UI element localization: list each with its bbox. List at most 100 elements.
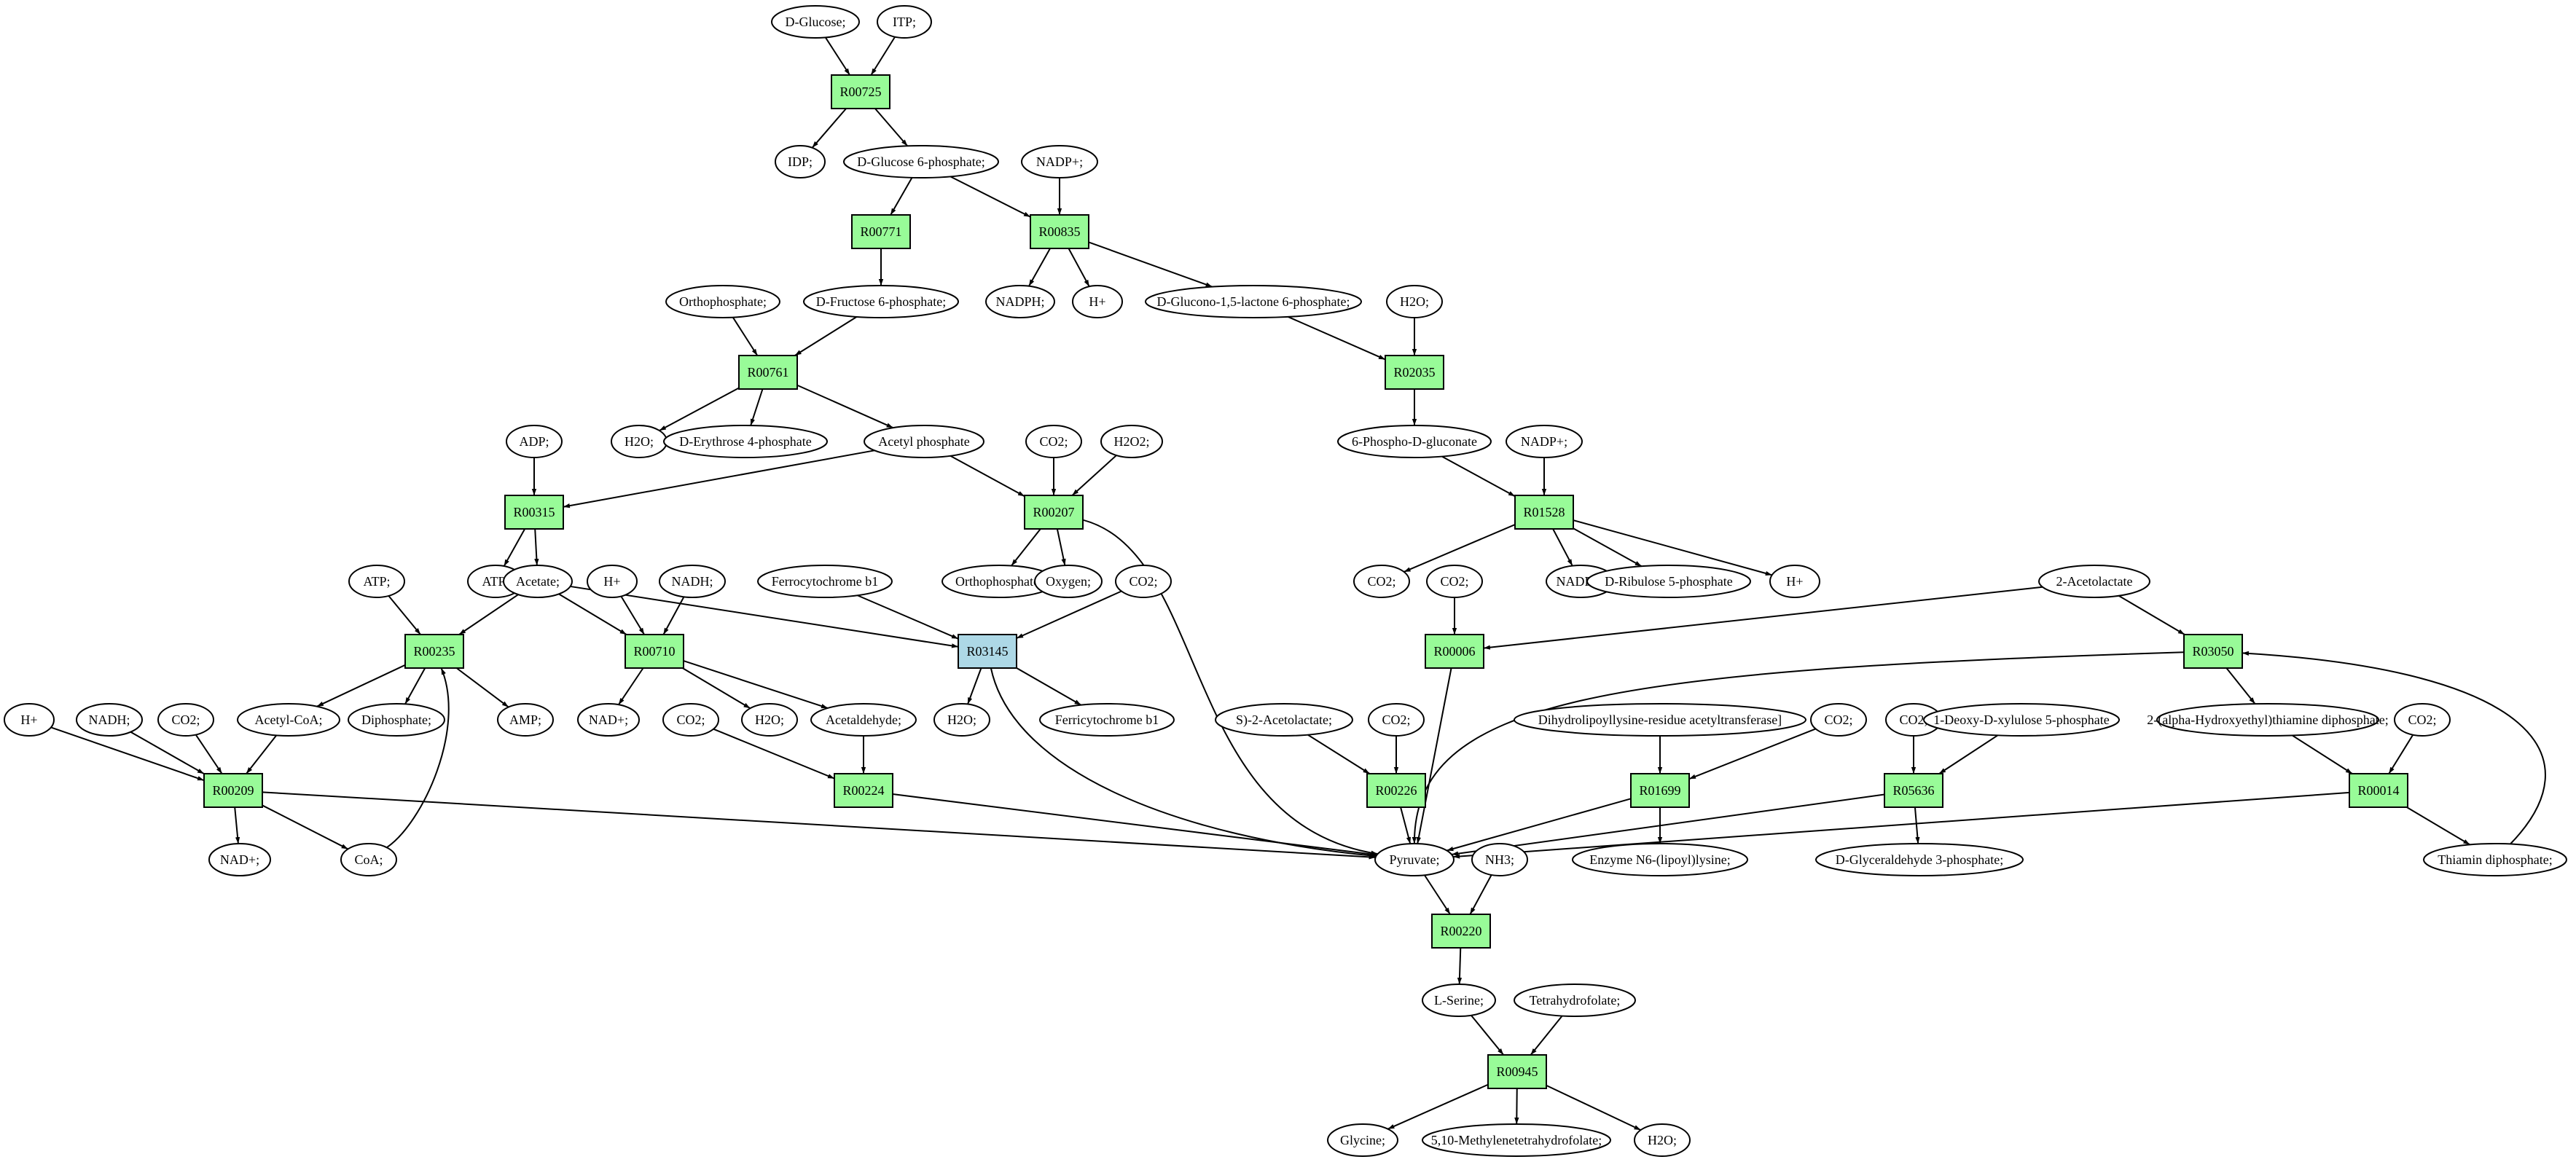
metabolite-ellipse [1586,565,1751,598]
metabolite-node-co2b[interactable]: CO2; [1115,565,1172,598]
reaction-node-r00835[interactable]: R00835 [1030,214,1089,249]
metabolite-node-sacetolac[interactable]: S)-2-Acetolactate; [1215,703,1353,737]
metabolite-node-nad1[interactable]: NAD+; [577,703,640,737]
node-label: R00771 [860,224,901,239]
metabolite-node-nad2[interactable]: NAD+; [208,843,271,876]
reaction-node-r00771[interactable]: R00771 [851,214,911,249]
metabolite-node-nadh2[interactable]: NADH; [76,703,143,737]
metabolite-node-gly[interactable]: Glycine; [1327,1123,1398,1157]
metabolite-node-hplus3[interactable]: H+ [1769,565,1820,598]
metabolite-node-dihydro[interactable]: Dihydrolipoyllysine-residue acetyltransf… [1514,703,1806,737]
metabolite-node-co2a[interactable]: CO2; [1025,425,1082,458]
metabolite-node-nadph1[interactable]: NADPH; [985,285,1055,318]
metabolite-node-hetpp[interactable]: 2-(alpha-Hydroxyethyl)thiamine diphospha… [2147,703,2389,737]
metabolite-node-pp[interactable]: Diphosphate; [348,703,445,737]
metabolite-node-nadp1[interactable]: NADP+; [1021,145,1098,178]
metabolite-node-co2i[interactable]: CO2; [1885,703,1942,737]
metabolite-node-e4p[interactable]: D-Erythrose 4-phosphate [663,425,828,458]
metabolite-node-co2h[interactable]: CO2; [1810,703,1867,737]
edge-r00014-to-tpp [2406,806,2470,846]
metabolite-node-co2c[interactable]: CO2; [1353,565,1410,598]
metabolite-node-hplus2[interactable]: H+ [587,565,638,598]
reaction-node-r00226[interactable]: R00226 [1366,773,1426,808]
metabolite-node-itp[interactable]: ITP; [877,5,932,39]
node-label: NADPH; [995,294,1044,309]
metabolite-node-mthf[interactable]: 5,10-Methylenetetrahydrofolate; [1422,1123,1611,1157]
metabolite-node-pyr[interactable]: Pyruvate; [1374,843,1455,876]
metabolite-node-nadp2[interactable]: NADP+; [1506,425,1583,458]
metabolite-node-acoa[interactable]: Acetyl-CoA; [237,703,340,737]
edge-atp1-to-r00235 [388,595,421,635]
metabolite-node-tpp[interactable]: Thiamin diphosphate; [2423,843,2567,876]
reaction-node-r00761[interactable]: R00761 [738,355,798,390]
metabolite-node-pgluc[interactable]: 6-Phospho-D-gluconate [1337,425,1492,458]
metabolite-node-lipoyl[interactable]: Enzyme N6-(lipoyl)lysine; [1572,843,1748,876]
metabolite-node-ferri[interactable]: Ferricytochrome b1 [1039,703,1175,737]
reaction-node-r05636[interactable]: R05636 [1884,773,1943,808]
reaction-node-r00220[interactable]: R00220 [1431,914,1491,949]
metabolite-node-co2e[interactable]: CO2; [157,703,214,737]
reaction-node-r01528[interactable]: R01528 [1514,495,1574,530]
reaction-node-r01699[interactable]: R01699 [1630,773,1690,808]
metabolite-node-ser[interactable]: L-Serine; [1422,984,1496,1017]
node-label: H2O; [755,712,784,727]
metabolite-node-adp[interactable]: ADP; [506,425,563,458]
metabolite-node-h2o3[interactable]: H2O; [741,703,798,737]
reaction-node-r00725[interactable]: R00725 [831,74,890,109]
node-label: CO2; [1367,574,1395,589]
metabolite-node-ferro[interactable]: Ferrocytochrome b1 [757,565,893,598]
edge-r00014-to-pyr [1453,791,2350,859]
metabolite-node-oxygen[interactable]: Oxygen; [1034,565,1103,598]
reaction-node-r03050[interactable]: R03050 [2183,634,2243,669]
metabolite-node-co2j[interactable]: CO2; [2394,703,2451,737]
metabolite-node-idp[interactable]: IDP; [775,145,826,178]
metabolite-node-acp[interactable]: Acetyl phosphate [864,425,984,458]
metabolite-node-g6p[interactable]: D-Glucose 6-phosphate; [843,145,999,178]
node-label: NADP+; [1521,434,1567,449]
metabolite-node-co2f[interactable]: CO2; [662,703,719,737]
reaction-node-r00224[interactable]: R00224 [834,773,893,808]
reaction-box [2183,634,2243,669]
metabolite-node-nadh1[interactable]: NADH; [659,565,726,598]
reaction-node-r02035[interactable]: R02035 [1385,355,1444,390]
metabolite-node-h2o2[interactable]: H2O; [1386,285,1443,318]
reaction-node-r00209[interactable]: R00209 [203,773,263,808]
reaction-node-r00945[interactable]: R00945 [1487,1054,1547,1089]
reaction-node-r00006[interactable]: R00006 [1425,634,1484,669]
metabolite-node-acald[interactable]: Acetaldehyde; [810,703,917,737]
metabolite-node-thf[interactable]: Tetrahydrofolate; [1514,984,1636,1017]
metabolite-node-amp[interactable]: AMP; [497,703,554,737]
metabolite-node-ortho2[interactable]: Orthophosphate; [941,565,1057,598]
metabolite-node-h2o1[interactable]: H2O; [611,425,668,458]
metabolite-node-acetolac[interactable]: 2-Acetolactate [2038,565,2150,598]
reaction-node-r00014[interactable]: R00014 [2349,773,2408,808]
metabolite-node-ortho1[interactable]: Orthophosphate; [665,285,780,318]
metabolite-ellipse [503,565,573,598]
edge-r03050-to-hetpp [2225,667,2256,704]
reaction-node-r00235[interactable]: R00235 [404,634,464,669]
metabolite-node-hplus4[interactable]: H+ [4,703,55,737]
edge-r00209-to-coa [262,804,348,850]
metabolite-node-gap[interactable]: D-Glyceraldehyde 3-phosphate; [1815,843,2024,876]
metabolite-node-h2o4[interactable]: H2O; [933,703,990,737]
metabolite-node-gdl6p[interactable]: D-Glucono-1,5-lactone 6-phosphate; [1145,285,1362,318]
metabolite-node-acetate[interactable]: Acetate; [503,565,573,598]
metabolite-node-nh3[interactable]: NH3; [1471,843,1528,876]
metabolite-node-atp1[interactable]: ATP; [348,565,405,598]
metabolite-node-dx5p[interactable]: 1-Deoxy-D-xylulose 5-phosphate [1923,703,2120,737]
metabolite-node-glc[interactable]: D-Glucose; [771,5,860,39]
metabolite-node-ru5p[interactable]: D-Ribulose 5-phosphate [1586,565,1751,598]
edge-acp-to-r00315 [563,450,875,509]
reaction-node-r00207[interactable]: R00207 [1024,495,1084,530]
reaction-node-r00710[interactable]: R00710 [625,634,684,669]
metabolite-node-hplus1[interactable]: H+ [1072,285,1123,318]
metabolite-node-f6p[interactable]: D-Fructose 6-phosphate; [803,285,959,318]
metabolite-node-coa[interactable]: CoA; [340,843,397,876]
metabolite-node-co2d[interactable]: CO2; [1426,565,1483,598]
reaction-node-r00315[interactable]: R00315 [504,495,564,530]
metabolite-node-h2o2b[interactable]: H2O2; [1100,425,1163,458]
metabolite-node-co2g[interactable]: CO2; [1368,703,1425,737]
edge-r00945-to-h2o5 [1546,1084,1641,1131]
reaction-node-r03145[interactable]: R03145 [958,634,1017,669]
metabolite-node-h2o5[interactable]: H2O; [1634,1123,1691,1157]
